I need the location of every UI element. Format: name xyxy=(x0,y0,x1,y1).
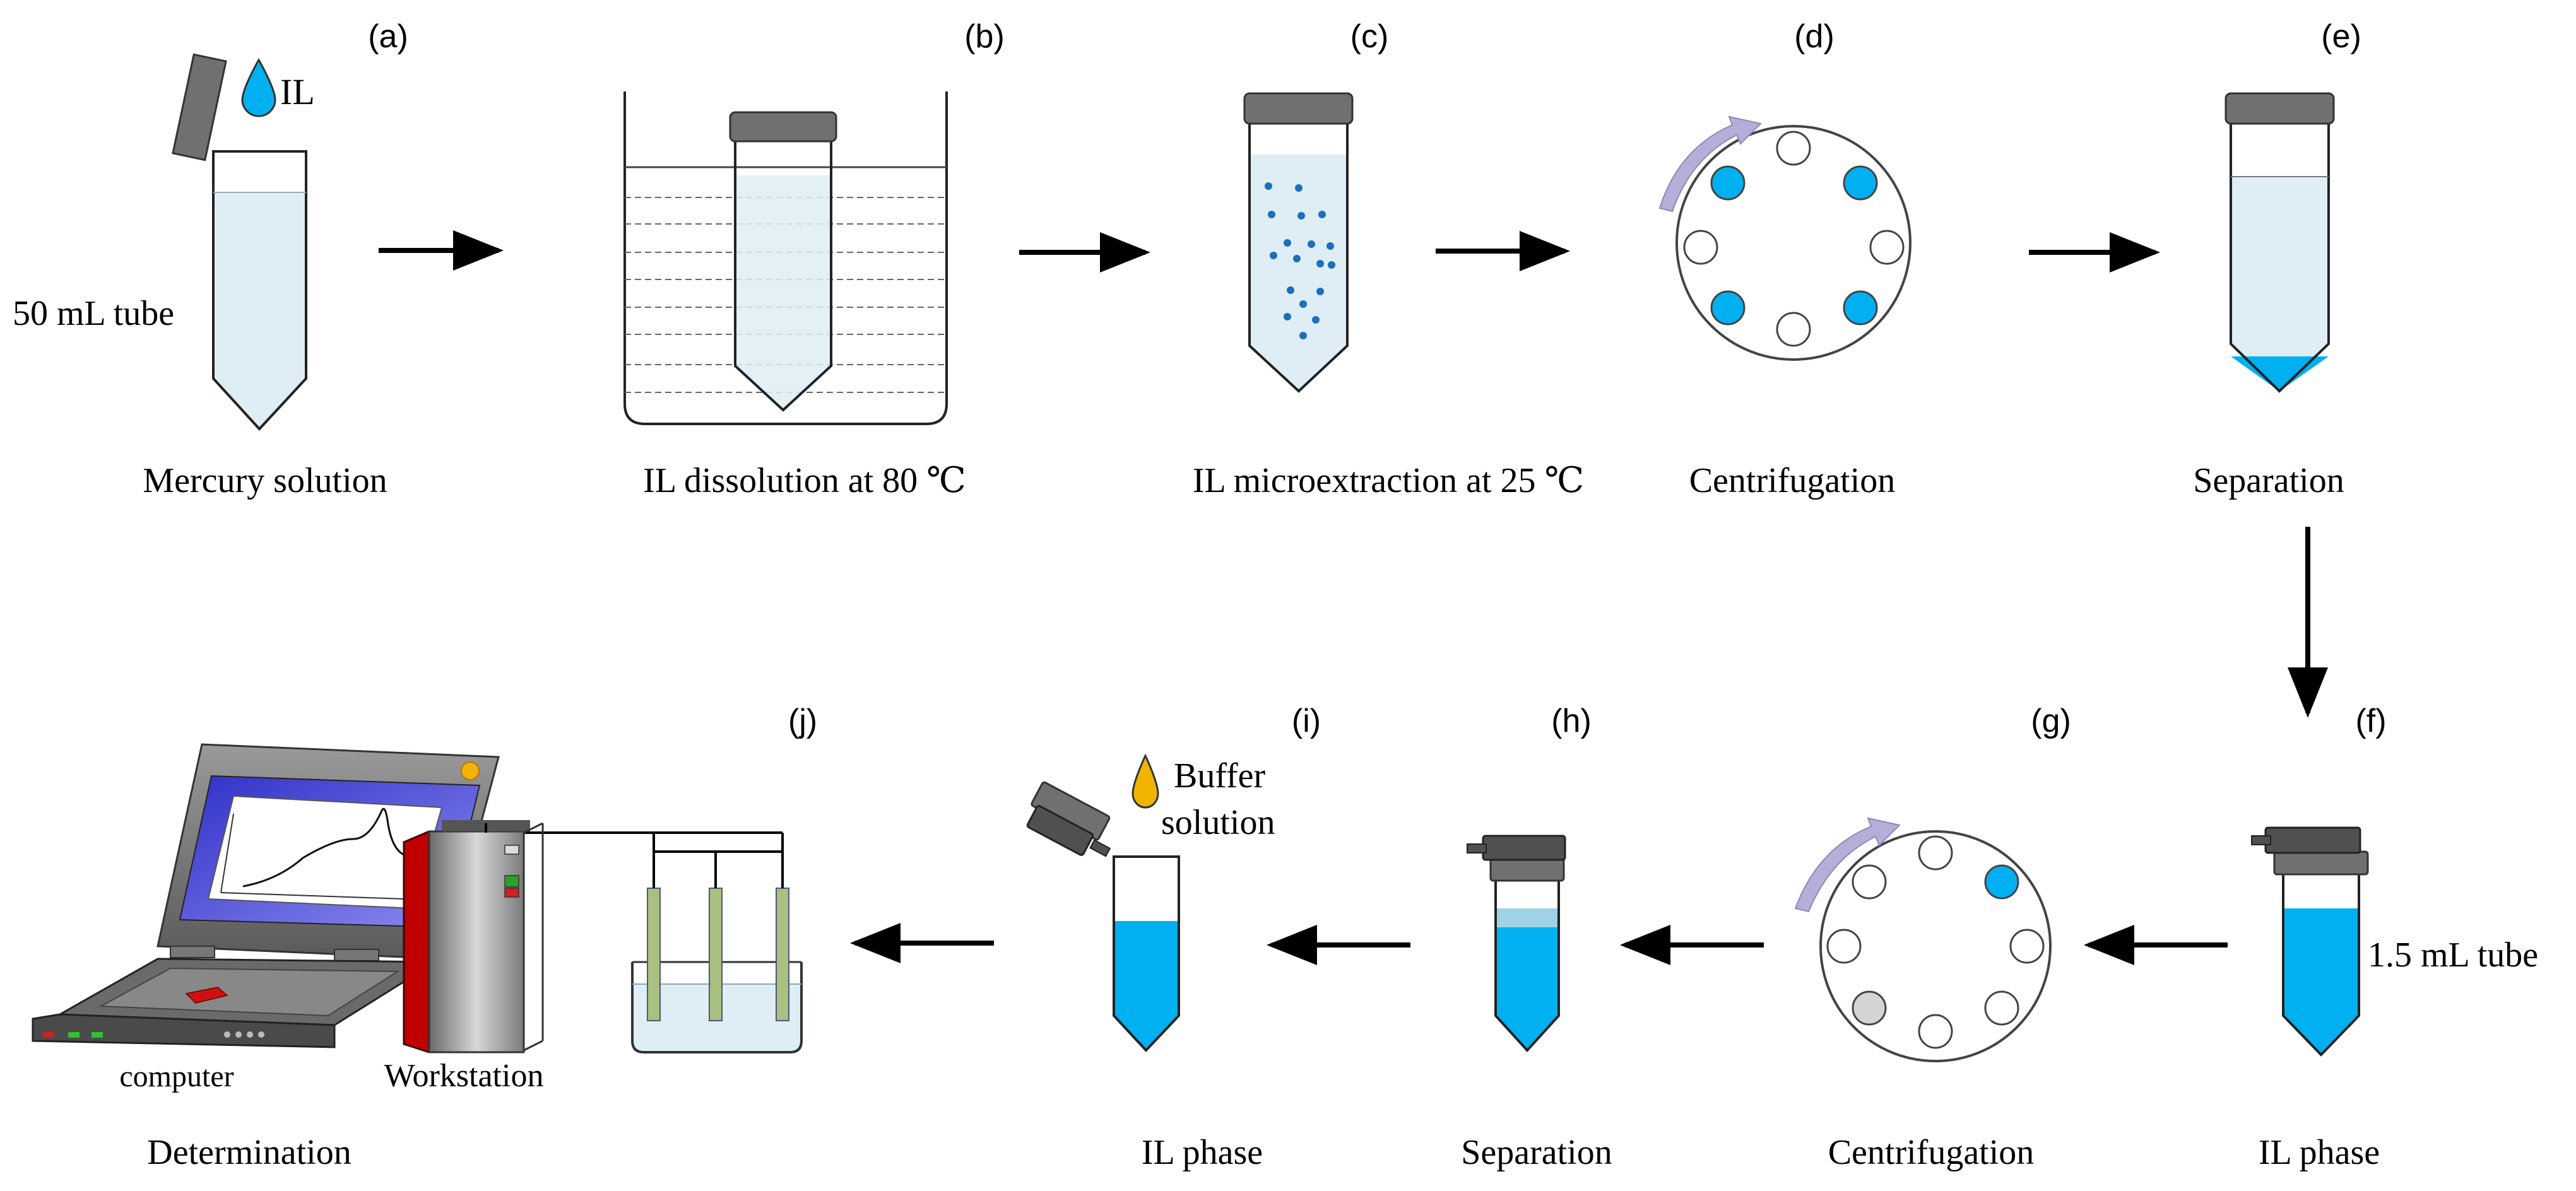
step-j: (j) xyxy=(32,703,817,1172)
step-f-tube xyxy=(2251,826,2369,1057)
centrifuge-rotor-d xyxy=(1675,125,1911,361)
step-a-tube-label: 50 mL tube xyxy=(13,294,174,333)
computer-label: computer xyxy=(119,1060,233,1093)
step-d-index: (d) xyxy=(1794,18,1835,55)
step-b-index: (b) xyxy=(964,18,1005,55)
rotation-arrow-icon xyxy=(1658,115,1762,213)
ionic-liquid-drop-icon xyxy=(241,58,276,117)
step-i-tilted-cap xyxy=(1026,781,1111,857)
step-c-index: (c) xyxy=(1350,18,1389,55)
step-a-index: (a) xyxy=(368,18,408,55)
screen-logo-icon xyxy=(461,761,480,780)
step-e: (e) Separation xyxy=(2193,18,2361,500)
step-f-tube-label: 1.5 mL tube xyxy=(2368,936,2538,975)
step-j-index: (j) xyxy=(788,703,817,739)
step-d: (d) Centrifugation xyxy=(1658,18,1911,500)
step-a-cap xyxy=(172,53,227,161)
step-i: (i) Buffer solution IL phase xyxy=(1026,703,1321,1172)
laptop-computer xyxy=(32,743,500,1048)
ionic-liquid-microdroplets xyxy=(1265,182,1335,339)
touchpad xyxy=(185,987,228,1004)
step-a-drop-label: IL xyxy=(280,71,315,112)
step-d-caption: Centrifugation xyxy=(1689,461,1896,500)
centrifuge-rotor-g xyxy=(1819,830,2052,1062)
step-a-caption: Mercury solution xyxy=(143,461,387,500)
step-i-drop-label-line2: solution xyxy=(1161,803,1275,842)
electrode-2 xyxy=(709,888,723,1021)
step-c-tube xyxy=(1243,92,1354,393)
step-h-tube xyxy=(1467,835,1566,1052)
step-c: (c) IL microextraction at 25 ℃ xyxy=(1193,18,1584,500)
workstation-label: Workstation xyxy=(384,1058,544,1094)
step-j-caption: Determination xyxy=(147,1133,351,1172)
step-f-index: (f) xyxy=(2355,703,2386,739)
water-bath-beaker xyxy=(623,91,948,425)
electrode-1 xyxy=(647,888,661,1021)
step-i-index: (i) xyxy=(1292,703,1321,739)
electrode-3 xyxy=(776,888,789,1021)
step-h: (h) Separation xyxy=(1461,703,1612,1172)
step-g-index: (g) xyxy=(2031,703,2071,739)
step-h-index: (h) xyxy=(1551,703,1592,739)
step-i-tube xyxy=(1113,855,1180,1052)
step-f: (f) 1.5 mL tube IL phase xyxy=(2251,703,2538,1172)
step-f-caption: IL phase xyxy=(2259,1133,2380,1172)
step-c-caption: IL microextraction at 25 ℃ xyxy=(1193,461,1584,500)
step-i-caption: IL phase xyxy=(1142,1133,1263,1172)
step-h-caption: Separation xyxy=(1461,1133,1612,1172)
step-a: (a) IL 50 mL tube Mercury solution xyxy=(13,18,408,500)
step-i-drop-label-line1: Buffer xyxy=(1174,756,1265,795)
step-g: (g) Centrifugation xyxy=(1794,703,2071,1172)
step-a-50ml-tube xyxy=(212,150,307,431)
step-e-tube xyxy=(2224,92,2335,393)
step-b: (b) IL dissolution at 80 ℃ xyxy=(623,18,1005,500)
electrochemical-cell xyxy=(486,831,803,1053)
step-g-caption: Centrifugation xyxy=(1828,1133,2035,1172)
buffer-drop-icon xyxy=(1131,753,1159,809)
step-b-caption: IL dissolution at 80 ℃ xyxy=(643,461,966,500)
step-e-caption: Separation xyxy=(2193,461,2344,500)
step-e-index: (e) xyxy=(2321,18,2361,55)
rotation-arrow-icon xyxy=(1794,817,1901,913)
step-b-tube xyxy=(729,111,837,412)
electrochemical-workstation xyxy=(403,820,544,1053)
